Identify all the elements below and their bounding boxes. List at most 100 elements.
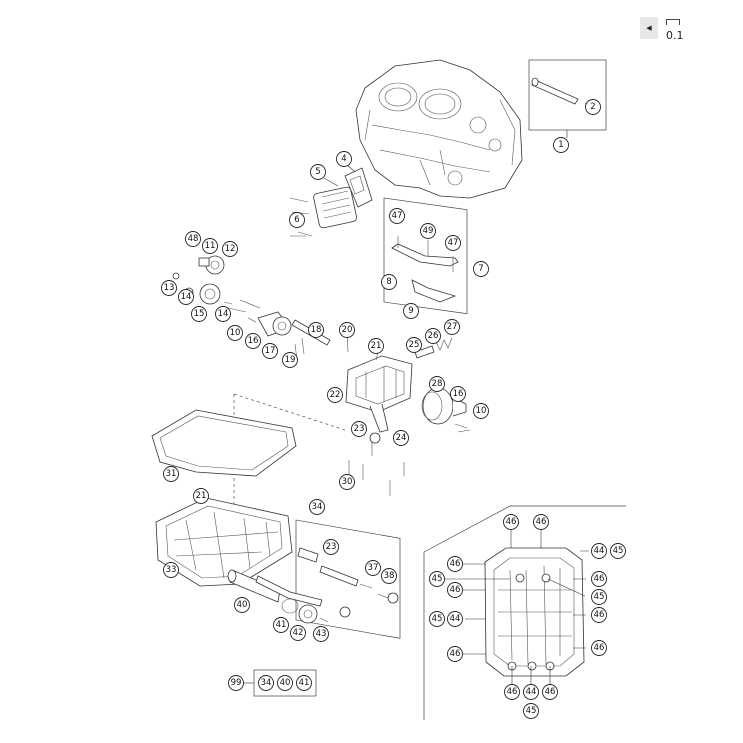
callout-99[interactable]: 99	[228, 675, 244, 691]
callout-17[interactable]: 17	[262, 343, 278, 359]
callout-43[interactable]: 43	[313, 626, 329, 642]
svg-text:24: 24	[396, 433, 407, 443]
callout-24[interactable]: 24	[393, 430, 409, 446]
callout-47[interactable]: 47	[389, 208, 405, 224]
svg-text:45: 45	[432, 574, 443, 584]
svg-text:46: 46	[450, 649, 461, 659]
svg-text:49: 49	[423, 226, 434, 236]
svg-text:14: 14	[218, 309, 229, 319]
callout-16[interactable]: 16	[450, 386, 466, 402]
callout-45[interactable]: 45	[591, 589, 607, 605]
callout-40[interactable]: 40	[277, 675, 293, 691]
callout-46[interactable]: 46	[591, 607, 607, 623]
callout-15[interactable]: 15	[191, 306, 207, 322]
oil-filter-illustration	[414, 337, 471, 433]
callout-46[interactable]: 46	[533, 514, 549, 530]
callout-21[interactable]: 21	[368, 338, 384, 354]
callout-21[interactable]: 21	[193, 488, 209, 504]
svg-text:45: 45	[526, 706, 537, 716]
callout-46[interactable]: 46	[591, 640, 607, 656]
callout-41[interactable]: 41	[273, 617, 289, 633]
svg-text:2: 2	[590, 102, 595, 112]
callout-10[interactable]: 10	[473, 403, 489, 419]
callout-16[interactable]: 16	[245, 333, 261, 349]
callout-18[interactable]: 18	[308, 322, 324, 338]
svg-text:16: 16	[248, 336, 259, 346]
callout-44[interactable]: 44	[523, 684, 539, 700]
callout-10[interactable]: 10	[227, 325, 243, 341]
detail-view-frame	[423, 505, 626, 720]
callout-46[interactable]: 46	[447, 556, 463, 572]
svg-text:41: 41	[299, 678, 310, 688]
callout-46[interactable]: 46	[447, 646, 463, 662]
svg-text:46: 46	[594, 610, 605, 620]
callout-45[interactable]: 45	[523, 703, 539, 719]
housing-bolts-30	[348, 432, 405, 496]
callout-33[interactable]: 33	[163, 562, 179, 578]
oil-pan-33	[155, 497, 293, 587]
callout-12[interactable]: 12	[222, 241, 238, 257]
triangle-left-icon[interactable]: ◀	[640, 17, 658, 39]
callout-45[interactable]: 45	[429, 611, 445, 627]
callout-37[interactable]: 37	[365, 560, 381, 576]
callout-19[interactable]: 19	[282, 352, 298, 368]
callout-4[interactable]: 4	[336, 151, 352, 167]
callout-23[interactable]: 23	[323, 539, 339, 555]
callout-27[interactable]: 27	[444, 319, 460, 335]
callout-group: 1 2 4 5 6 47 49 47 7 48 11 12 13 14 15 1…	[161, 99, 626, 719]
callout-14[interactable]: 14	[215, 306, 231, 322]
callout-44[interactable]: 44	[447, 611, 463, 627]
callout-46[interactable]: 46	[503, 514, 519, 530]
callout-23[interactable]: 23	[351, 421, 367, 437]
svg-text:14: 14	[181, 292, 192, 302]
callout-34[interactable]: 34	[309, 499, 325, 515]
callout-11[interactable]: 11	[202, 238, 218, 254]
callout-44[interactable]: 44	[591, 543, 607, 559]
callout-26[interactable]: 26	[425, 328, 441, 344]
callout-13[interactable]: 13	[161, 280, 177, 296]
callout-45[interactable]: 45	[429, 571, 445, 587]
callout-47[interactable]: 47	[445, 235, 461, 251]
bracket-7-illustration	[383, 197, 468, 315]
callout-7[interactable]: 7	[473, 261, 489, 277]
callout-31[interactable]: 31	[163, 466, 179, 482]
callout-8[interactable]: 8	[381, 274, 397, 290]
svg-text:46: 46	[594, 643, 605, 653]
zoom-control: ◀ 0.1	[640, 17, 684, 43]
callout-46[interactable]: 46	[542, 684, 558, 700]
callout-14[interactable]: 14	[178, 289, 194, 305]
svg-text:13: 13	[164, 283, 175, 293]
svg-text:23: 23	[326, 542, 337, 552]
callout-46[interactable]: 46	[504, 684, 520, 700]
callout-6[interactable]: 6	[289, 212, 305, 228]
callout-30[interactable]: 30	[339, 474, 355, 490]
callout-40[interactable]: 40	[234, 597, 250, 613]
kit-row-99	[243, 669, 317, 697]
callout-46[interactable]: 46	[447, 582, 463, 598]
svg-text:45: 45	[432, 614, 443, 624]
svg-text:11: 11	[205, 241, 216, 251]
svg-text:34: 34	[261, 678, 272, 688]
callout-42[interactable]: 42	[290, 625, 306, 641]
callout-34[interactable]: 34	[258, 675, 274, 691]
callout-20[interactable]: 20	[339, 322, 355, 338]
callout-45[interactable]: 45	[610, 543, 626, 559]
callout-9[interactable]: 9	[403, 303, 419, 319]
svg-text:46: 46	[594, 574, 605, 584]
svg-text:48: 48	[188, 234, 199, 244]
callout-5[interactable]: 5	[310, 164, 326, 180]
callout-41[interactable]: 41	[296, 675, 312, 691]
callout-22[interactable]: 22	[327, 387, 343, 403]
scale-bar-icon	[666, 19, 680, 26]
svg-text:44: 44	[526, 687, 537, 697]
callout-2[interactable]: 2	[585, 99, 601, 115]
callout-46[interactable]: 46	[591, 571, 607, 587]
callout-49[interactable]: 49	[420, 223, 436, 239]
callout-1[interactable]: 1	[553, 137, 569, 153]
svg-text:34: 34	[312, 502, 323, 512]
callout-28[interactable]: 28	[429, 376, 445, 392]
callout-48[interactable]: 48	[185, 231, 201, 247]
callout-38[interactable]: 38	[381, 568, 397, 584]
callout-25[interactable]: 25	[406, 337, 422, 353]
